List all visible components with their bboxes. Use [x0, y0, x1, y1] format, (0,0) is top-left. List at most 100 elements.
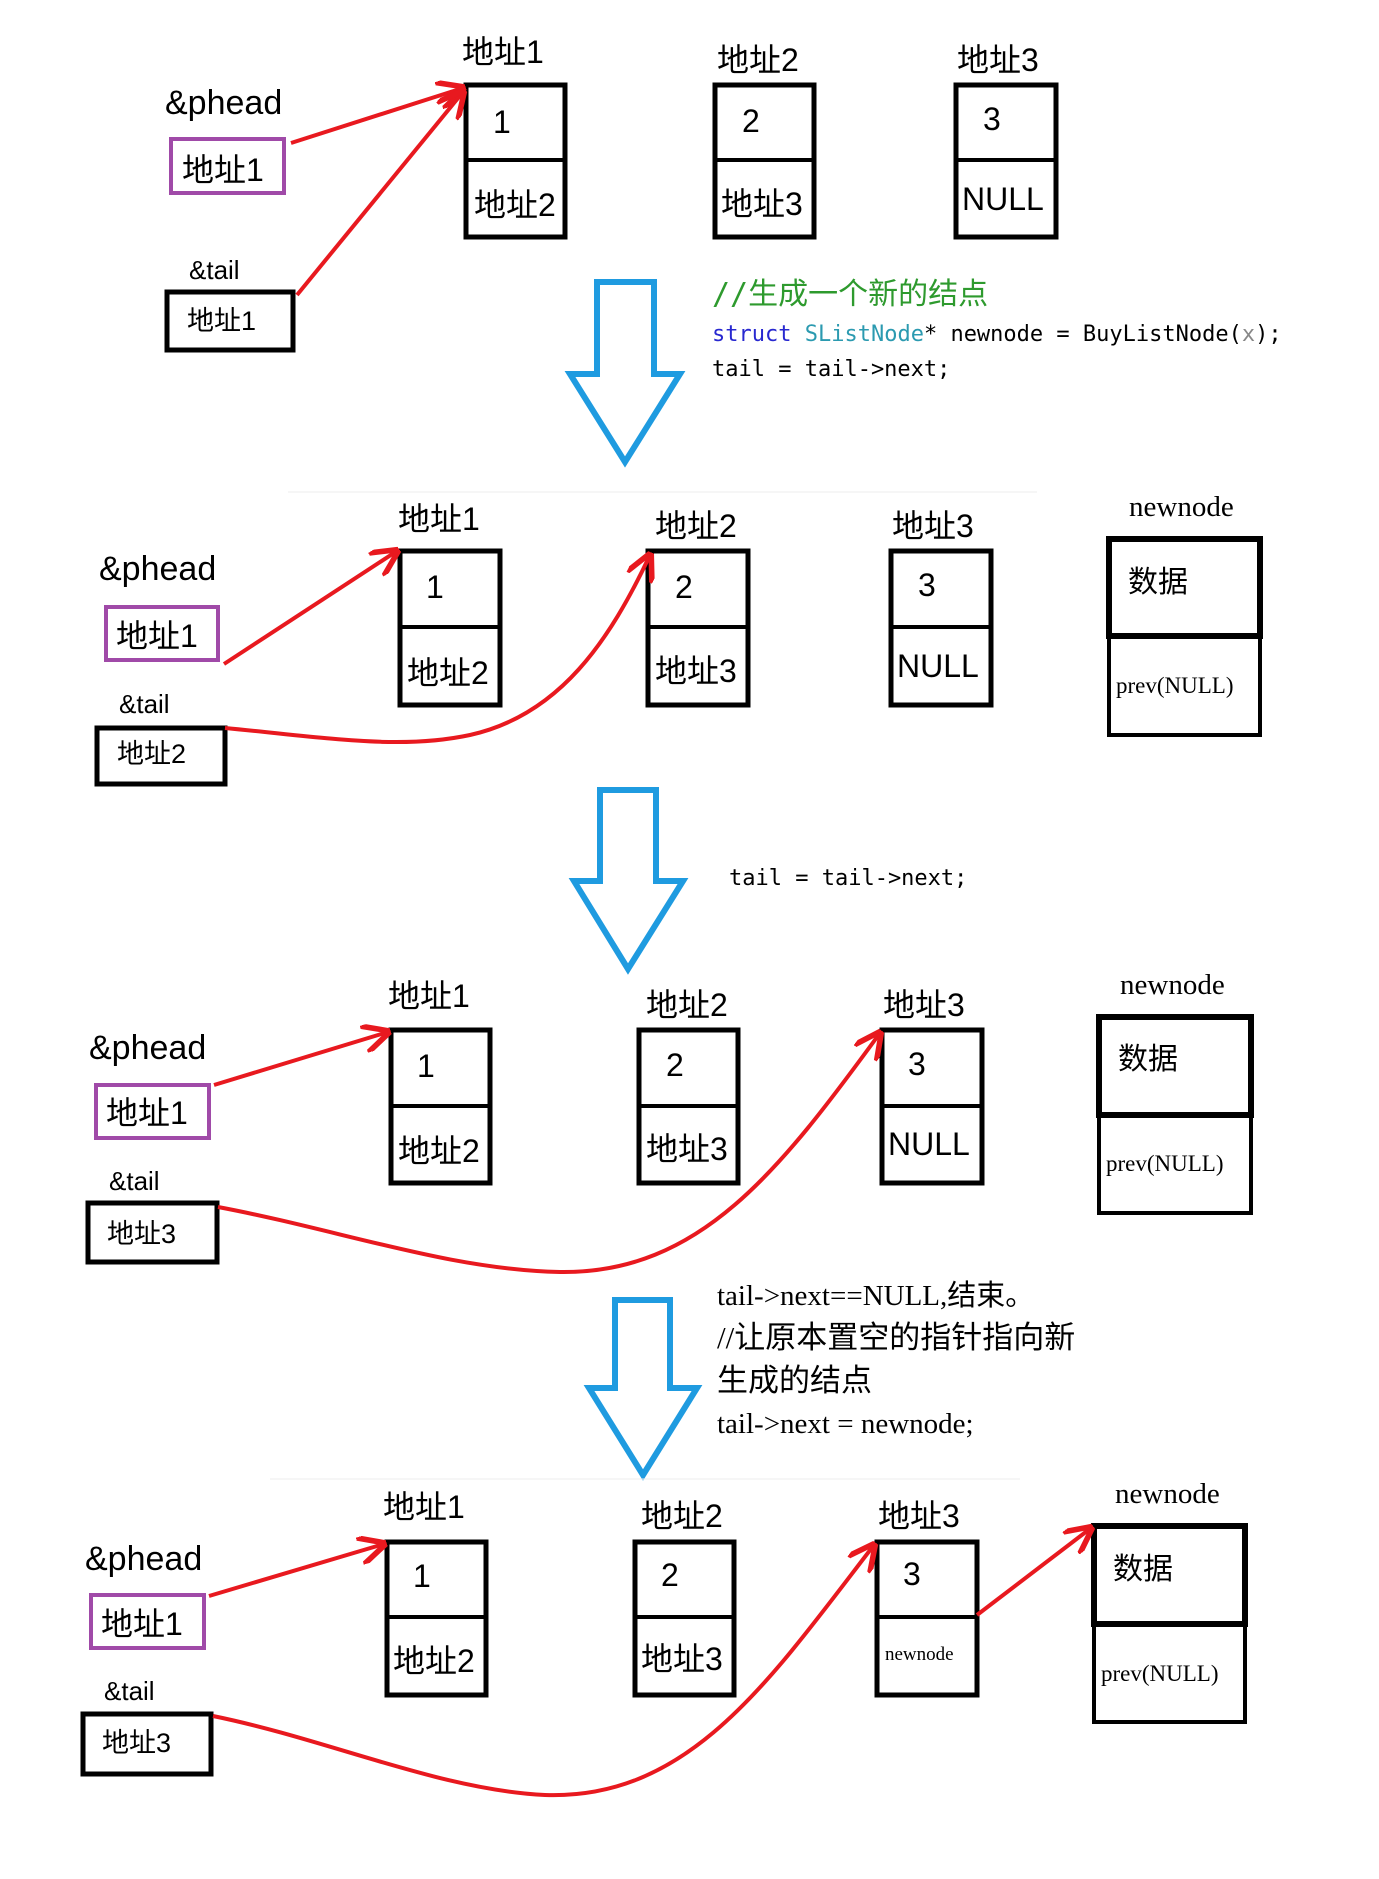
node3-data: 3: [983, 101, 1001, 137]
phead-label: &phead: [99, 550, 216, 588]
node2-address: 地址2: [646, 987, 728, 1023]
tail-label: &tail: [109, 1166, 160, 1196]
code-type: SListNode: [805, 322, 924, 347]
node3-address: 地址3: [878, 1498, 960, 1534]
code-line-2: tail = tail->next;: [712, 357, 950, 382]
phead-label: &phead: [165, 84, 282, 122]
tail-box: [164, 289, 296, 353]
node1-address: 地址1: [383, 1489, 465, 1525]
phead-box: [89, 1593, 206, 1650]
node2-data: 2: [661, 1557, 679, 1593]
node2-next: 地址3: [655, 653, 737, 689]
node3-data: 3: [918, 567, 936, 603]
flow-down-arrow-1: [564, 279, 686, 468]
stage-3: &phead 地址1 &tail 地址3 地址1 1 地址2 地址2 2 地址3…: [85, 969, 1254, 1275]
newnode-label: newnode: [1120, 969, 1225, 1001]
node1-data: 1: [426, 569, 444, 605]
stage-2: &phead 地址1 &tail 地址2 地址1 1 地址2 地址2 2 地址3…: [94, 491, 1263, 787]
node2-next: 地址3: [721, 186, 803, 222]
code-end: );: [1255, 322, 1282, 347]
newnode-next-box: [1097, 1113, 1253, 1215]
node3-next: NULL: [897, 648, 979, 684]
code-line-2: tail->next = newnode;: [717, 1408, 974, 1440]
node3-next: newnode: [885, 1644, 954, 1665]
newnode-next-box: [1092, 1622, 1247, 1724]
node2-address: 地址2: [655, 508, 737, 544]
node1-address: 地址1: [388, 978, 470, 1014]
tail-box: [85, 1200, 220, 1265]
node3-address: 地址3: [883, 987, 965, 1023]
code-block-step2: tail = tail->next;: [729, 866, 967, 891]
tail-pointer-arrow: [224, 555, 650, 745]
node2-next: 地址3: [646, 1131, 728, 1167]
code-line-1: tail->next==NULL,结束。: [717, 1279, 1034, 1312]
tail-label: &tail: [119, 689, 170, 719]
phead-pointer-arrow: [208, 1544, 384, 1598]
tail-pointer-arrow: [212, 1545, 874, 1798]
flow-down-arrow-2: [568, 787, 689, 975]
node1-address: 地址1: [398, 501, 480, 537]
tail-pointer-arrow: [217, 1033, 880, 1275]
stage-4: &phead 地址1 &tail 地址3 地址1 1 地址2 地址2 2 地址3…: [80, 1478, 1248, 1798]
flow-down-arrow-3: [583, 1297, 703, 1481]
tail-value: 地址1: [187, 306, 256, 336]
tail-value: 地址2: [117, 739, 186, 769]
newnode-label: newnode: [1115, 1478, 1220, 1510]
code-keyword: struct: [712, 322, 791, 347]
node2-data: 2: [742, 103, 760, 139]
node1-data: 1: [493, 104, 511, 140]
phead-label: &phead: [85, 1540, 202, 1578]
node1-data: 1: [413, 1558, 431, 1594]
tail-pointer-arrow: [295, 92, 463, 297]
node1-next: 地址2: [474, 187, 556, 223]
phead-value: 地址1: [106, 1095, 188, 1131]
newnode-data: 数据: [1128, 566, 1188, 599]
newnode-next-box: [1107, 634, 1262, 737]
phead-pointer-arrow: [222, 551, 397, 666]
node2-address: 地址2: [641, 1498, 723, 1534]
phead-pointer-arrow: [290, 88, 463, 145]
phead-box: [169, 137, 286, 195]
tail-value: 地址3: [107, 1219, 176, 1249]
newnode-next: prev(NULL): [1106, 1151, 1224, 1176]
newnode-next: prev(NULL): [1101, 1661, 1219, 1686]
code-block-step1: //生成一个新的结点 struct SListNode* newnode = B…: [712, 277, 1282, 382]
node3-data: 3: [908, 1046, 926, 1082]
newnode-data: 数据: [1113, 1553, 1173, 1586]
node2-address: 地址2: [717, 42, 799, 78]
code-rest: * newnode = BuyListNode(: [924, 322, 1242, 347]
node2-data: 2: [675, 569, 693, 605]
stage-1: &phead 地址1 &tail 地址1 地址1 1 地址2 地址2 2 地址3…: [164, 34, 1059, 353]
phead-box: [104, 605, 220, 662]
code-comment-1: //让原本置空的指针指向新: [717, 1320, 1075, 1355]
tail-box: [80, 1711, 214, 1777]
code-comment-2: 生成的结点: [717, 1363, 872, 1398]
node3-data: 3: [903, 1556, 921, 1592]
node3-next: NULL: [962, 181, 1044, 217]
code-line-1: tail = tail->next;: [729, 866, 967, 891]
code-arg: x: [1242, 322, 1255, 347]
tail-value: 地址3: [102, 1728, 171, 1758]
node1-address: 地址1: [462, 34, 544, 70]
newnode-next: prev(NULL): [1116, 673, 1234, 698]
phead-box: [94, 1083, 211, 1140]
node3-address: 地址3: [892, 508, 974, 544]
node1-next: 地址2: [407, 655, 489, 691]
code-line-1: struct SListNode* newnode = BuyListNode(…: [712, 322, 1282, 347]
newnode-data: 数据: [1118, 1043, 1178, 1076]
node3-next: NULL: [888, 1126, 970, 1162]
phead-label: &phead: [89, 1029, 206, 1067]
phead-value: 地址1: [116, 618, 198, 654]
node2-data: 2: [666, 1047, 684, 1083]
phead-pointer-arrow: [213, 1032, 388, 1087]
phead-value: 地址1: [182, 152, 264, 188]
code-block-step3: tail->next==NULL,结束。 //让原本置空的指针指向新 生成的结点…: [717, 1279, 1075, 1440]
tail-box: [94, 725, 228, 787]
node3-address: 地址3: [957, 42, 1039, 78]
node2-next: 地址3: [641, 1641, 723, 1677]
node1-next: 地址2: [398, 1133, 480, 1169]
tail-label: &tail: [104, 1676, 155, 1706]
newnode-label: newnode: [1129, 491, 1234, 523]
node1-next: 地址2: [393, 1643, 475, 1679]
